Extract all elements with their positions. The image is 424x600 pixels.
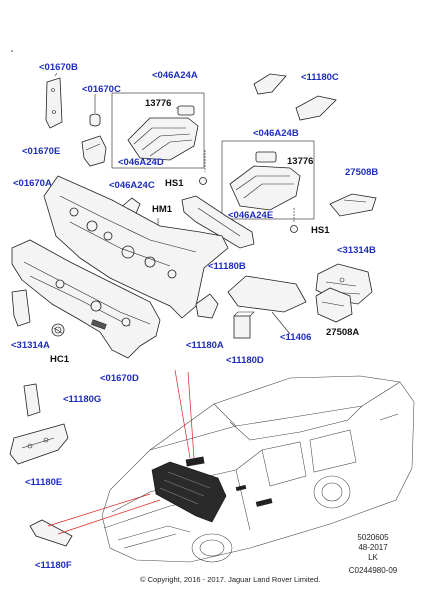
callout-11180G[interactable]: <11180G [63, 394, 102, 405]
callout-HC1[interactable]: HC1 [50, 354, 70, 365]
callout-11180A[interactable]: <11180A [186, 340, 224, 351]
part-27508B [329, 193, 377, 217]
callout-27508B[interactable]: 27508B [345, 167, 379, 178]
callout-13776-a[interactable]: 13776 [145, 98, 172, 109]
callout-01670C[interactable]: <01670C [82, 84, 121, 95]
part-01670A [43, 175, 229, 319]
part-31314A [11, 289, 31, 327]
part-HC1 [51, 323, 65, 337]
callout-046A24A[interactable]: <046A24A [152, 70, 198, 81]
part-group-046A24A [111, 92, 207, 185]
callout-13776-b[interactable]: 13776 [287, 156, 314, 167]
vehicle-highlight [151, 456, 273, 523]
callout-01670B[interactable]: <01670B [39, 62, 78, 73]
callout-11180B[interactable]: <11180B [208, 261, 246, 272]
part-11180B [181, 195, 255, 249]
part-group-046A24B [221, 140, 315, 233]
part-01670E [81, 135, 107, 167]
callout-11406[interactable]: <11406 [280, 332, 312, 343]
marker-dot [11, 50, 13, 52]
callout-046A24C[interactable]: <046A24C [109, 180, 155, 191]
callout-046A24B[interactable]: <046A24B [253, 128, 299, 139]
reference-code: 5020605 [357, 533, 389, 542]
reference-initials: LK [368, 553, 378, 562]
callout-HS1-b[interactable]: HS1 [311, 225, 330, 236]
callout-11180C[interactable]: <11180C [301, 72, 339, 83]
callout-27508A[interactable]: 27508A [326, 327, 360, 338]
callout-046A24E[interactable]: <046A24E [228, 210, 274, 221]
callout-01670A[interactable]: <01670A [13, 178, 52, 189]
part-11180G [23, 383, 41, 417]
callout-046A24D[interactable]: <046A24D [118, 157, 164, 168]
callout-31314B[interactable]: <31314B [337, 245, 376, 256]
callout-11180D[interactable]: <11180D [226, 355, 264, 366]
ref-line-3 [47, 493, 151, 527]
ref-line-2 [187, 371, 195, 459]
callout-11180F[interactable]: <11180F [35, 560, 72, 571]
reference-date: 48-2017 [358, 543, 388, 552]
part-11406 [227, 275, 307, 335]
callout-01670E[interactable]: <01670E [22, 146, 61, 157]
part-11180D [233, 311, 255, 339]
callout-11180E[interactable]: <11180E [25, 477, 63, 488]
part-01670C [89, 94, 101, 127]
reference-id: C0244980-09 [348, 566, 398, 575]
callout-01670D[interactable]: <01670D [100, 373, 139, 384]
ref-line-1 [174, 369, 191, 459]
part-01670B [45, 72, 63, 129]
reference-block: 5020605 48-2017 LK [348, 533, 398, 563]
part-11180C [253, 73, 337, 121]
part-11180E [9, 423, 69, 465]
part-27508A [315, 287, 353, 323]
callout-HM1[interactable]: HM1 [152, 204, 173, 215]
part-11180A [195, 293, 219, 319]
ref-line-4 [57, 499, 161, 535]
part-01670D [11, 239, 161, 359]
part-11180F [29, 519, 73, 547]
copyright-notice: © Copyright, 2016 - 2017. Jaguar Land Ro… [140, 575, 321, 584]
callout-HS1-a[interactable]: HS1 [165, 178, 184, 189]
callout-31314A[interactable]: <31314A [11, 340, 50, 351]
